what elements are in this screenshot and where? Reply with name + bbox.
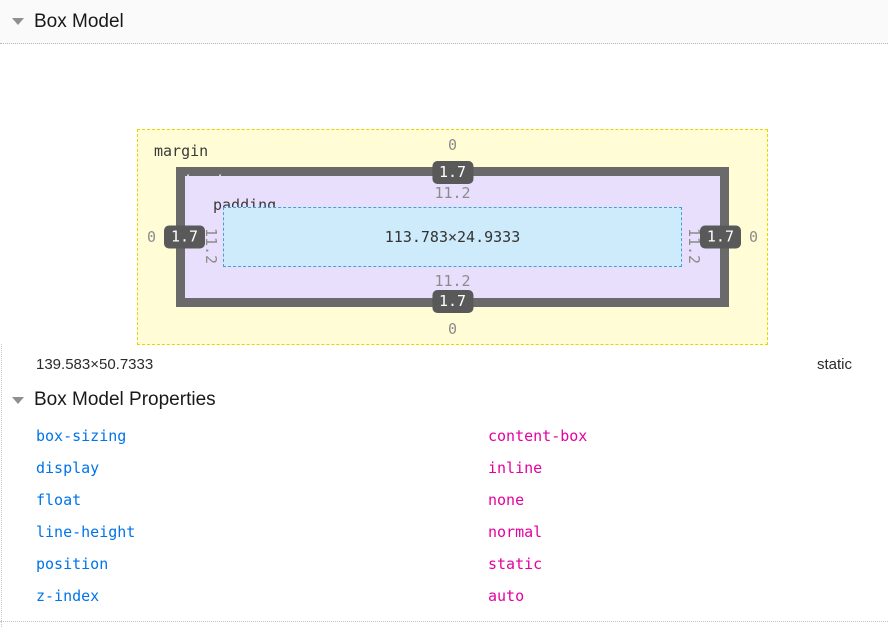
property-value[interactable]: normal (488, 523, 543, 541)
property-name[interactable]: line-height (36, 523, 136, 541)
triangle-down-icon[interactable] (12, 18, 24, 25)
padding-region[interactable]: padding 11.2 11.2 11.2 11.2 113.783×24.9… (185, 176, 720, 298)
property-name[interactable]: display (36, 459, 100, 477)
content-region[interactable]: 113.783×24.9333 (223, 207, 682, 267)
table-row[interactable]: position static (0, 548, 888, 580)
property-value[interactable]: content-box (488, 427, 588, 445)
margin-top-value[interactable]: 0 (447, 136, 458, 154)
box-model-properties-header[interactable]: Box Model Properties (0, 384, 888, 416)
margin-left-value[interactable]: 0 (147, 228, 157, 246)
padding-top-value[interactable]: 11.2 (434, 184, 471, 202)
border-region[interactable]: border padding 11.2 11.2 11.2 11.2 113.7… (176, 167, 729, 307)
margin-region[interactable]: margin 0 0 0 0 border padding 11.2 11.2 … (137, 129, 768, 345)
border-bottom-value[interactable]: 1.7 (431, 290, 474, 313)
table-row[interactable]: box-sizing content-box (0, 420, 888, 452)
element-position: static (816, 355, 852, 373)
property-value[interactable]: static (488, 555, 543, 573)
border-top-value[interactable]: 1.7 (431, 161, 474, 184)
table-row[interactable]: display inline (0, 452, 888, 484)
triangle-down-icon[interactable] (12, 396, 24, 404)
property-value[interactable]: none (488, 491, 525, 509)
border-left-value[interactable]: 1.7 (164, 225, 206, 249)
content-size-value[interactable]: 113.783×24.9333 (384, 228, 521, 246)
bottom-divider (0, 621, 888, 622)
margin-bottom-value[interactable]: 0 (447, 320, 458, 338)
margin-right-value[interactable]: 0 (748, 228, 758, 246)
property-name[interactable]: box-sizing (36, 427, 127, 445)
margin-region-label: margin (154, 142, 209, 160)
property-value[interactable]: inline (488, 459, 543, 477)
box-model-properties-title: Box Model Properties (34, 389, 216, 410)
property-name[interactable]: float (36, 491, 82, 509)
page-title: Box Model (34, 10, 124, 32)
padding-bottom-value[interactable]: 11.2 (434, 272, 471, 290)
property-value[interactable]: auto (488, 587, 525, 605)
box-model-diagram: margin 0 0 0 0 border padding 11.2 11.2 … (0, 44, 888, 345)
border-right-value[interactable]: 1.7 (699, 225, 741, 249)
property-name[interactable]: z-index (36, 587, 100, 605)
element-dimensions: 139.583×50.7333 (36, 355, 154, 373)
table-row[interactable]: z-index auto (0, 580, 888, 612)
box-model-summary: 139.583×50.7333 static (0, 344, 888, 384)
box-model-properties-list: box-sizing content-box display inline fl… (0, 416, 888, 612)
table-row[interactable]: line-height normal (0, 516, 888, 548)
box-model-header[interactable]: Box Model (0, 0, 888, 44)
property-name[interactable]: position (36, 555, 109, 573)
table-row[interactable]: float none (0, 484, 888, 516)
